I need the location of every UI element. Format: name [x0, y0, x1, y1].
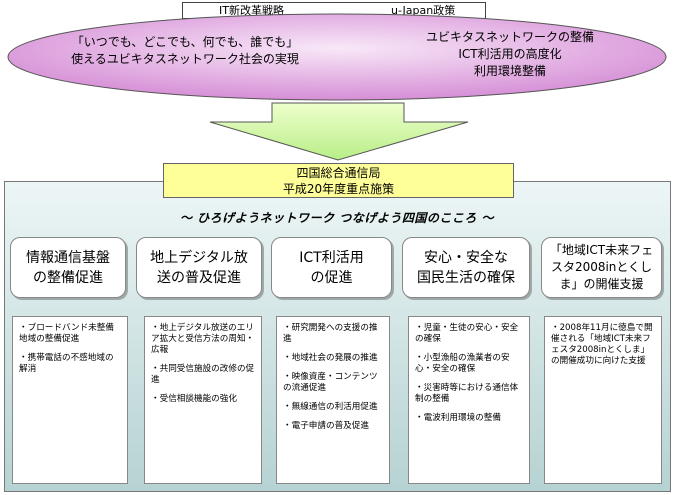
hq-name: 四国総合通信局 [296, 166, 381, 180]
list-ict-festa: ・2008年11月に徳島で開催される「地域ICT未来フェスタ2008inとくしま… [544, 316, 662, 484]
list-item: ・無線通信の利活用促進 [283, 402, 378, 412]
heading-line: ま」の開催支援 [559, 277, 644, 291]
list-item: ・映像資産・コンテンツの流通促進 [283, 372, 378, 393]
vision-ellipse [7, 13, 667, 101]
vision-right-text: ユビキタスネットワークの整備 ICT利活用の高度化 利用環境整備 [390, 29, 630, 80]
list-item: ・電子申請の普及促進 [283, 421, 369, 431]
vision-left-text: 「いつでも、どこでも、何でも、誰でも」 使えるユビキタスネットワーク社会の実現 [60, 34, 310, 68]
list-item: ・研究開発への支援の推進 [283, 323, 378, 344]
heading-safety: 安心・安全な 国民生活の確保 [402, 237, 530, 298]
vision-right-line-3: 利用環境整備 [473, 64, 546, 78]
heading-line: 国民生活の確保 [417, 269, 515, 286]
heading-ict-festa: 「地域ICT未来フェ スタ2008inとくし ま」の開催支援 [541, 237, 662, 298]
heading-line: の整備促進 [33, 269, 103, 286]
heading-line: 情報通信基盤 [26, 249, 110, 266]
list-item: ・共同受信施設の改修の促進 [151, 364, 255, 385]
list-item: ・児童・生徒の安心・安全の確保 [415, 323, 519, 344]
heading-line: 地上デジタル放 [150, 249, 248, 266]
list-safety: ・児童・生徒の安心・安全の確保 ・小型漁船の漁業者の安心・安全の確保 ・災害時等… [408, 316, 530, 484]
list-item: ・災害時等における通信体制の整備 [415, 383, 519, 404]
vision-left-line-1: 「いつでも、どこでも、何でも、誰でも」 [71, 35, 299, 49]
u-japan-label: u-Japan政策 [391, 4, 456, 17]
list-item: ・携帯電話の不感地域の解消 [19, 353, 114, 374]
heading-line: 安心・安全な [424, 249, 508, 266]
list-item: ・受信相談機能の強化 [151, 394, 237, 404]
hq-title-box: 四国総合通信局 平成20年度重点施策 [163, 163, 514, 198]
list-item: ・地上デジタル放送のエリア拡大と受信方法の周知・広報 [151, 323, 255, 355]
list-item: ・ブロードバンド未整備地域の整備促進 [19, 323, 114, 344]
heading-line: ICT利活用 [299, 249, 364, 266]
heading-digital-broadcast: 地上デジタル放 送の普及促進 [136, 237, 262, 298]
slogan: ～ ひろげようネットワーク つなげよう四国のこころ ～ [179, 211, 495, 225]
down-arrow-icon [209, 102, 469, 161]
list-item: ・地域社会の発展の推進 [283, 353, 378, 363]
list-digital-broadcast: ・地上デジタル放送のエリア拡大と受信方法の周知・広報 ・共同受信施設の改修の促進… [144, 316, 262, 484]
heading-ict-use: ICT利活用 の促進 [271, 237, 392, 298]
heading-line: 送の普及促進 [156, 269, 241, 286]
list-ict-use: ・研究開発への支援の推進 ・地域社会の発展の推進 ・映像資産・コンテンツの流通促… [276, 316, 390, 484]
hq-subtitle: 平成20年度重点施策 [282, 182, 395, 196]
heading-infrastructure: 情報通信基盤 の整備促進 [10, 237, 126, 298]
list-item: ・2008年11月に徳島で開催される「地域ICT未来フェスタ2008inとくしま… [551, 323, 653, 366]
heading-line: 「地域ICT未来フェ [549, 243, 654, 257]
vision-right-line-1: ユビキタスネットワークの整備 [425, 30, 594, 44]
list-item: ・小型漁船の漁業者の安心・安全の確保 [415, 353, 510, 374]
it-strategy-label: IT新改革戦略 [219, 4, 284, 17]
heading-line: スタ2008inとくし [550, 260, 653, 274]
list-infrastructure: ・ブロードバンド未整備地域の整備促進 ・携帯電話の不感地域の解消 [12, 316, 128, 484]
vision-right-line-2: ICT利活用の高度化 [458, 47, 562, 61]
list-item: ・電波利用環境の整備 [415, 413, 501, 423]
vision-left-line-2: 使えるユビキタスネットワーク社会の実現 [71, 52, 299, 66]
heading-line: の促進 [310, 269, 353, 286]
